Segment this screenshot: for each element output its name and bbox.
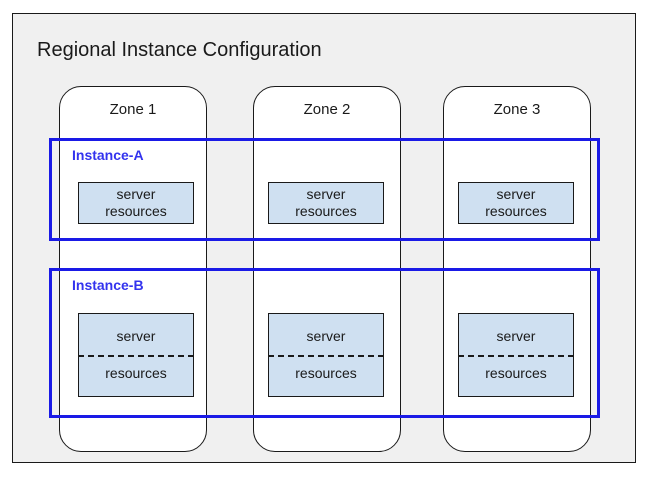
instance-label-a: Instance-A [72, 147, 144, 163]
instance-label-b: Instance-B [72, 277, 144, 293]
resource-line-1: server [116, 328, 156, 344]
zone-label-1: Zone 1 [109, 101, 157, 118]
resource-line-1: server [306, 328, 346, 344]
zone-label-2: Zone 2 [303, 101, 351, 118]
resource-box-b-zone3[interactable]: server resources [458, 313, 574, 397]
resource-line-1: server [116, 186, 156, 202]
resource-line-1: server [496, 328, 536, 344]
resource-line-1: server [496, 186, 536, 202]
instance-band-a[interactable]: Instance-A server resources server resou… [49, 138, 600, 241]
resource-box-b-zone2[interactable]: server resources [268, 313, 384, 397]
region-panel: Regional Instance Configuration Zone 1 Z… [12, 13, 636, 463]
resource-box-b-zone1[interactable]: server resources [78, 313, 194, 397]
resource-line-2: resources [485, 365, 547, 381]
resource-line-2: resources [105, 365, 167, 381]
resource-box-a-zone3[interactable]: server resources [458, 182, 574, 224]
dashed-divider [268, 355, 384, 357]
resource-line-2: resources [295, 365, 357, 381]
dashed-divider [458, 355, 574, 357]
dashed-divider [78, 355, 194, 357]
instance-band-b[interactable]: Instance-B server resources server resou… [49, 268, 600, 418]
zone-label-3: Zone 3 [493, 101, 541, 118]
resource-line-2: resources [105, 203, 167, 219]
resource-line-2: resources [485, 203, 547, 219]
resource-box-a-zone1[interactable]: server resources [78, 182, 194, 224]
resource-line-2: resources [295, 203, 357, 219]
resource-box-a-zone2[interactable]: server resources [268, 182, 384, 224]
resource-line-1: server [306, 186, 346, 202]
page-title: Regional Instance Configuration [37, 39, 322, 61]
